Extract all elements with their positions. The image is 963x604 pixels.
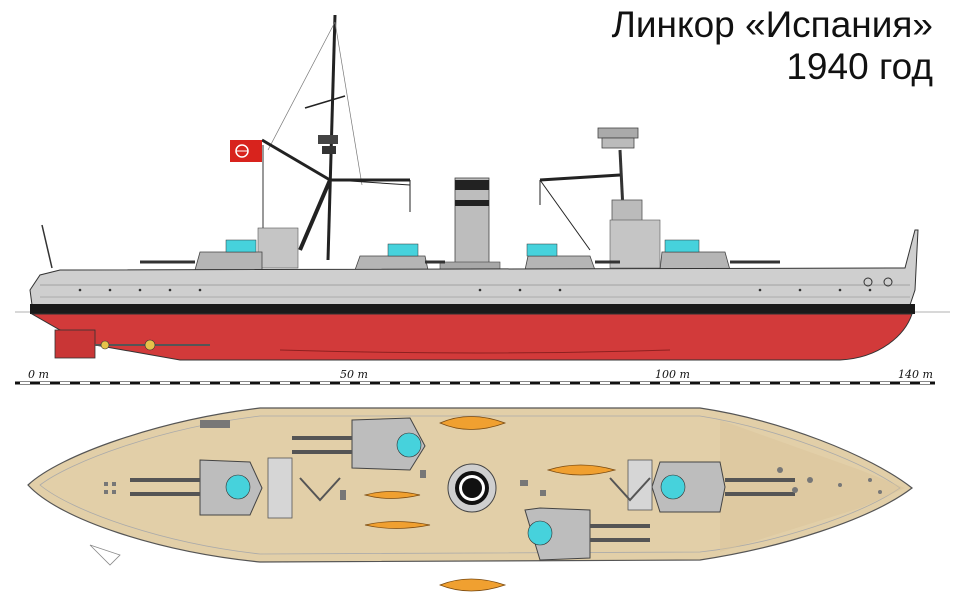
side-profile bbox=[15, 14, 950, 361]
scale-label-0: 0 m bbox=[28, 368, 49, 381]
scale-label-100: 100 m bbox=[655, 368, 690, 381]
scale-label-140: 140 m bbox=[898, 368, 933, 381]
turret-side-2 bbox=[354, 243, 445, 271]
hull-red-waterline bbox=[30, 313, 913, 361]
anchor-hawse bbox=[863, 277, 873, 287]
scale-label-50: 50 m bbox=[340, 368, 368, 381]
turret-side-1 bbox=[140, 239, 263, 271]
deckhouse-forward bbox=[267, 457, 293, 519]
funnel-top bbox=[447, 463, 497, 513]
propeller-2 bbox=[100, 340, 110, 350]
aft-superstructure bbox=[609, 219, 661, 269]
stern-staff bbox=[41, 224, 53, 269]
forward-superstructure bbox=[257, 227, 299, 269]
rudder bbox=[54, 329, 96, 359]
deck-fittings bbox=[104, 420, 882, 500]
derrick-forward bbox=[299, 477, 341, 502]
turret-side-4 bbox=[659, 239, 780, 271]
turret-plan-3 bbox=[524, 507, 650, 561]
title-line-2: 1940 год bbox=[786, 46, 933, 87]
portholes bbox=[78, 288, 872, 292]
boats bbox=[363, 416, 617, 592]
fore-mast bbox=[261, 14, 411, 261]
forecastle bbox=[720, 420, 905, 552]
propeller bbox=[144, 339, 156, 351]
plan-view bbox=[27, 407, 913, 592]
funnel bbox=[439, 177, 501, 277]
stern-boom bbox=[89, 544, 121, 566]
hull-boot-topping bbox=[30, 304, 915, 314]
fore-top-platform bbox=[322, 146, 336, 154]
scale-bar: 0 m 50 m 100 m 140 m bbox=[15, 368, 935, 385]
turret-plan-2 bbox=[292, 417, 426, 471]
title: Линкор «Испания» 1940 год bbox=[612, 4, 933, 88]
turret-side-3 bbox=[524, 243, 620, 271]
title-line-1: Линкор «Испания» bbox=[611, 4, 933, 45]
anchor-hawse-2 bbox=[883, 277, 893, 287]
turret-plan-1 bbox=[130, 459, 263, 516]
derrick-aft bbox=[609, 477, 651, 502]
deckhouse-aft bbox=[627, 459, 653, 511]
turret-plan-4 bbox=[651, 461, 795, 513]
fore-top bbox=[318, 135, 338, 144]
